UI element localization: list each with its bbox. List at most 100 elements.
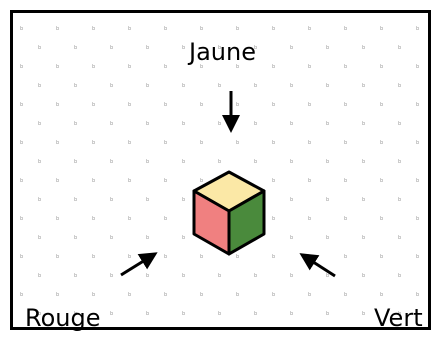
background-dot: b <box>290 159 293 165</box>
background-dot: b <box>308 64 311 70</box>
background-dot: b <box>236 26 239 32</box>
background-dot: b <box>254 311 257 317</box>
background-dot: b <box>290 83 293 89</box>
background-dot: b <box>380 64 383 70</box>
background-dot: b <box>56 102 59 108</box>
background-dot: b <box>200 64 203 70</box>
background-dot: b <box>344 216 347 222</box>
background-dot: b <box>164 140 167 146</box>
background-dot: b <box>416 216 419 222</box>
background-dot: b <box>164 292 167 298</box>
background-dot: b <box>38 121 41 127</box>
background-dot: b <box>200 102 203 108</box>
background-dot: b <box>20 102 23 108</box>
background-dot: b <box>362 45 365 51</box>
background-dot: b <box>146 197 149 203</box>
background-dot: b <box>308 140 311 146</box>
background-dot: b <box>272 26 275 32</box>
background-dot: b <box>272 102 275 108</box>
background-dot: b <box>182 45 185 51</box>
background-dot: b <box>290 311 293 317</box>
background-dot: b <box>110 159 113 165</box>
background-dot: b <box>398 311 401 317</box>
background-dot: b <box>74 83 77 89</box>
background-dot: b <box>92 102 95 108</box>
background-dot: b <box>326 197 329 203</box>
background-dot: b <box>236 254 239 260</box>
background-dot: b <box>290 235 293 241</box>
background-dot: b <box>362 197 365 203</box>
background-dot: b <box>344 292 347 298</box>
background-dot: b <box>344 64 347 70</box>
background-dot: b <box>200 178 203 184</box>
background-dot: b <box>128 178 131 184</box>
background-dot: b <box>362 235 365 241</box>
background-dot: b <box>20 64 23 70</box>
background-dot: b <box>182 83 185 89</box>
background-dot: b <box>344 178 347 184</box>
background-dot: b <box>236 292 239 298</box>
background-dot: b <box>218 45 221 51</box>
background-dot: b <box>128 292 131 298</box>
background-dot: b <box>272 140 275 146</box>
background-dot: b <box>272 254 275 260</box>
background-dot: b <box>92 292 95 298</box>
background-dot: b <box>92 26 95 32</box>
background-dot: b <box>38 197 41 203</box>
background-dot: b <box>128 140 131 146</box>
background-dot: b <box>344 102 347 108</box>
arrow-left-icon <box>120 252 158 277</box>
background-dot: b <box>326 235 329 241</box>
background-dot: b <box>128 216 131 222</box>
background-dot: b <box>74 159 77 165</box>
background-dot: b <box>362 121 365 127</box>
background-dot: b <box>146 235 149 241</box>
background-dot: b <box>146 45 149 51</box>
background-dot: b <box>200 140 203 146</box>
background-dot: b <box>416 26 419 32</box>
background-dot: b <box>380 26 383 32</box>
background-dot: b <box>200 254 203 260</box>
background-dot: b <box>56 64 59 70</box>
background-dot: b <box>362 273 365 279</box>
background-dot: b <box>20 254 23 260</box>
background-dot: b <box>398 45 401 51</box>
background-dot: b <box>38 83 41 89</box>
background-dot: b <box>110 121 113 127</box>
background-dot: b <box>110 197 113 203</box>
cube-right-face <box>227 189 266 256</box>
background-dot: b <box>380 140 383 146</box>
background-dot: b <box>20 216 23 222</box>
background-dot: b <box>308 26 311 32</box>
background-dot: b <box>290 197 293 203</box>
background-dot: b <box>326 121 329 127</box>
background-dot: b <box>218 273 221 279</box>
background-dot: b <box>326 45 329 51</box>
background-dot: b <box>56 26 59 32</box>
background-dot: b <box>380 254 383 260</box>
background-dot: b <box>56 140 59 146</box>
background-dot: b <box>398 273 401 279</box>
background-dot: b <box>254 159 257 165</box>
background-dot: b <box>398 159 401 165</box>
background-dot: b <box>326 159 329 165</box>
background-dot: b <box>416 102 419 108</box>
background-dot: b <box>182 197 185 203</box>
background-dot: b <box>110 311 113 317</box>
background-dot: b <box>362 83 365 89</box>
background-dot: b <box>290 273 293 279</box>
background-dot: b <box>308 216 311 222</box>
background-dot: b <box>164 64 167 70</box>
background-dot: b <box>326 311 329 317</box>
background-dot: b <box>92 254 95 260</box>
background-dot: b <box>20 292 23 298</box>
background-dot: b <box>20 26 23 32</box>
background-dot: b <box>218 121 221 127</box>
background-dot: b <box>272 292 275 298</box>
background-dot: b <box>146 273 149 279</box>
background-dot: b <box>182 159 185 165</box>
background-dot: b <box>344 254 347 260</box>
background-dot: b <box>38 311 41 317</box>
